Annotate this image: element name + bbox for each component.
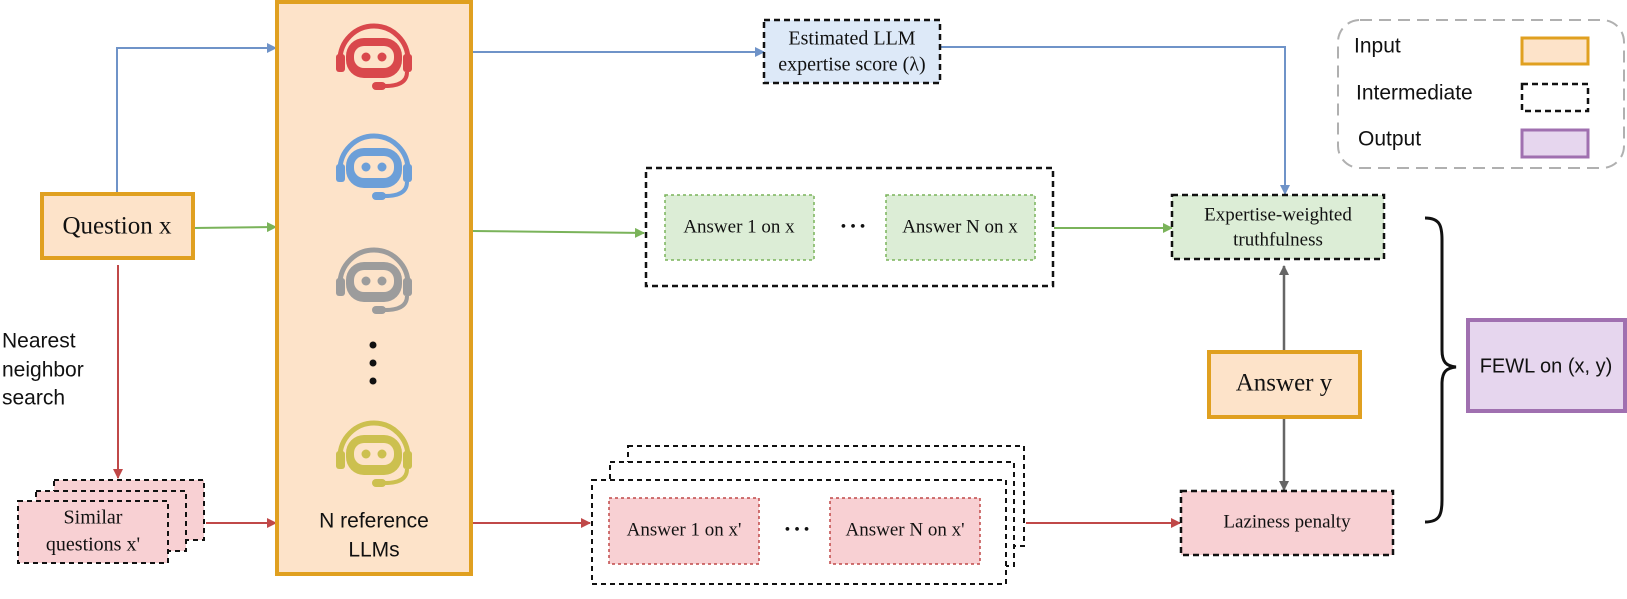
neighbor-search-line1: Nearest <box>2 330 76 353</box>
legend-intermediate-swatch <box>1520 82 1590 113</box>
neighbor-search-line2: neighbor <box>2 359 84 382</box>
weighted-line2: truthfulness <box>1233 229 1323 250</box>
arrow-estimated-to-weighted <box>940 46 1290 195</box>
estimated-line1: Estimated LLM <box>788 28 915 50</box>
llms-label-line2: LLMs <box>348 539 399 562</box>
arrow-question-to-llms-green <box>192 222 277 233</box>
answers-on-x-group: Answer 1 on x • • • Answer N on x <box>644 166 1055 288</box>
question-label: Question x <box>62 213 172 240</box>
neighbor-search-line3: search <box>2 387 65 410</box>
fewl-label: FEWL on (x, y) <box>1480 355 1613 377</box>
arrow-question-to-llms-blue <box>116 43 277 193</box>
answers-xp-ellipsis: • • • <box>785 522 810 539</box>
answer-y-box: Answer y <box>1207 350 1362 419</box>
weighted-truthfulness-box: Expertise-weighted truthfulness <box>1170 193 1386 261</box>
answer-1-on-x: Answer 1 on x <box>683 216 795 237</box>
legend-output-label: Output <box>1358 128 1421 151</box>
legend: Input Intermediate Output <box>1337 19 1625 169</box>
answer-1-on-xp: Answer 1 on x' <box>627 519 742 540</box>
answer-n-on-xp: Answer N on x' <box>846 519 965 540</box>
vertical-ellipsis <box>369 341 377 385</box>
similar-line2: questions x' <box>46 534 140 556</box>
legend-input-swatch <box>1520 36 1590 66</box>
similar-line1: Similar <box>64 507 123 529</box>
neighbor-search-label: Nearest neighbor search <box>2 330 84 410</box>
weighted-line1: Expertise-weighted <box>1204 204 1352 225</box>
legend-input-label: Input <box>1354 35 1401 58</box>
laziness-label: Laziness penalty <box>1223 511 1351 532</box>
arrow-llms-to-answers-x <box>471 227 645 238</box>
fewl-output-box: FEWL on (x, y) <box>1466 318 1627 413</box>
legend-intermediate-label: Intermediate <box>1356 82 1473 105</box>
laziness-penalty-box: Laziness penalty <box>1179 489 1395 557</box>
similar-questions-stack: Similar questions x' <box>17 479 205 564</box>
question-box: Question x <box>40 192 195 260</box>
curly-brace <box>1424 216 1457 524</box>
legend-output-swatch <box>1520 128 1590 159</box>
estimated-line2: expertise score (λ) <box>778 54 925 76</box>
llms-panel: N reference LLMs <box>275 0 473 576</box>
answer-n-on-x: Answer N on x <box>902 216 1018 237</box>
answers-x-ellipsis: • • • <box>841 219 866 236</box>
answers-on-xp-group: Answer 1 on x' • • • Answer N on x' <box>591 445 1025 585</box>
estimated-score-box: Estimated LLM expertise score (λ) <box>762 18 942 85</box>
llms-label-line1: N reference <box>319 510 429 533</box>
answer-y-label: Answer y <box>1236 370 1333 397</box>
